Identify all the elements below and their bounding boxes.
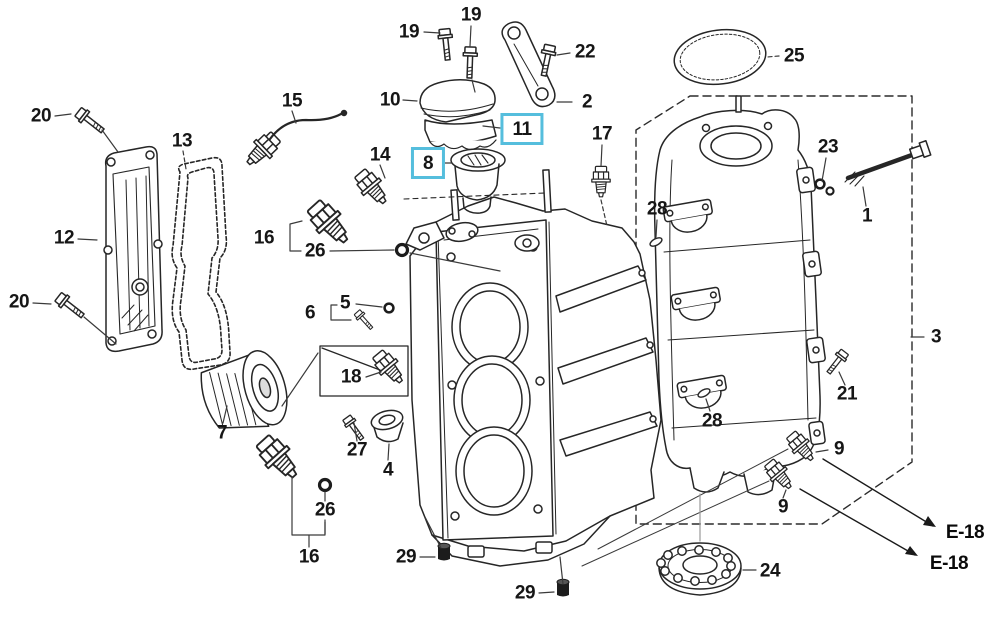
art-part-4 [370,409,404,443]
callout-22[interactable]: 22 [574,41,596,63]
callout-28-upper[interactable]: 28 [646,198,668,220]
callout-19-right[interactable]: 19 [460,4,482,26]
art-bolt-19b [461,46,479,79]
callout-14[interactable]: 14 [369,144,391,166]
art-crankcase-half [653,95,826,496]
callout-29-left[interactable]: 29 [395,546,417,568]
callout-25[interactable]: 25 [783,45,805,67]
callout-26-lower[interactable]: 26 [314,499,336,521]
callout-12[interactable]: 12 [53,227,75,249]
art-thermostat-8 [450,148,506,214]
art-washer-26a [394,242,410,258]
art-sensor-16b [250,430,307,487]
art-washer-5 [383,302,395,314]
art-bolt-21 [823,347,851,378]
art-bolt-20b [53,290,88,323]
frame-18 [319,345,409,397]
art-washers-23 [814,178,835,196]
callout-9-lower[interactable]: 9 [777,496,789,518]
art-sensor-15 [239,109,348,173]
callout-7[interactable]: 7 [216,422,228,444]
callout-8-highlighted[interactable]: 8 [410,147,446,179]
callout-20-upper[interactable]: 20 [30,105,52,127]
leader-lines [32,25,925,594]
group-box-3 [635,95,913,525]
callout-4[interactable]: 4 [382,459,394,481]
reference-e18-upper[interactable]: E-18 [945,522,985,543]
callout-3[interactable]: 3 [930,326,942,348]
art-bolt-20a [73,105,108,138]
callout-6[interactable]: 6 [304,302,316,324]
callout-13[interactable]: 13 [171,130,193,152]
callout-18[interactable]: 18 [340,366,362,388]
art-bolt-6 [352,308,376,333]
art-sensor-17 [591,165,611,198]
reference-arrows [799,458,936,556]
callout-16-lower[interactable]: 16 [298,546,320,568]
callout-24[interactable]: 24 [759,560,781,582]
callout-2[interactable]: 2 [581,91,593,113]
callout-17[interactable]: 17 [591,123,613,145]
callout-29-bottom[interactable]: 29 [514,582,536,604]
callout-20-lower[interactable]: 20 [8,291,30,313]
art-bolt-27 [341,413,368,444]
callout-11-highlighted[interactable]: 11 [500,113,544,145]
callout-16-upper[interactable]: 16 [253,227,275,249]
callout-26-upper[interactable]: 26 [304,240,326,262]
art-gasket-13 [171,156,231,371]
art-oil-filter-7 [200,350,288,429]
callout-19-left[interactable]: 19 [398,21,420,43]
callout-28-lower[interactable]: 28 [701,410,723,432]
callout-15[interactable]: 15 [281,90,303,112]
art-bracket-2 [501,21,556,108]
art-oring-25 [673,28,767,86]
callout-21[interactable]: 21 [836,383,858,405]
art-cylinder-block [403,169,662,567]
art-washer-26b [317,477,333,493]
art-side-cover-12 [103,145,163,353]
callout-1[interactable]: 1 [861,205,873,227]
art-thermostat-cover-10 [419,79,497,151]
reference-e18-lower[interactable]: E-18 [929,553,969,574]
callout-27[interactable]: 27 [346,439,368,461]
callout-23[interactable]: 23 [817,136,839,158]
callout-5[interactable]: 5 [339,292,351,314]
art-bearing-24 [656,542,742,596]
art-bolt-1 [844,140,932,187]
callout-9-upper[interactable]: 9 [833,438,845,460]
callout-10[interactable]: 10 [379,89,401,111]
art-sensor-14 [350,165,394,211]
